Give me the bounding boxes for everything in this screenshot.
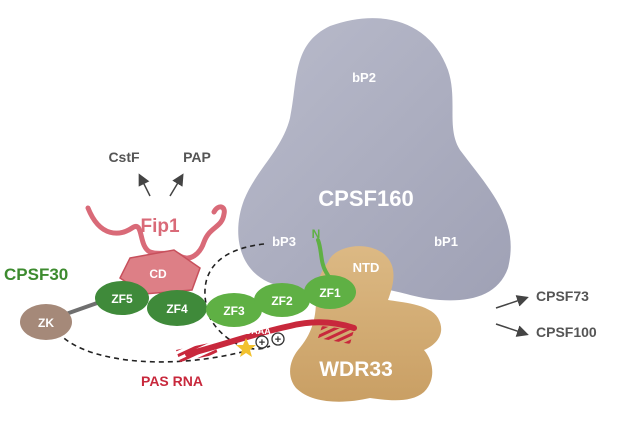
zf1-domain: [304, 275, 356, 309]
bp2-label: bP2: [352, 70, 376, 85]
ntd-label: NTD: [353, 260, 380, 275]
rna-stripes-right: [318, 326, 354, 344]
dashed-loop-bottom: [57, 331, 243, 363]
rna-sequence-label: A4UAAA: [233, 326, 271, 336]
cd-label: CD: [149, 267, 167, 281]
n-terminal-label: N: [312, 227, 321, 241]
zf2-label: ZF2: [271, 294, 293, 308]
arrow-to-cpsf73: [495, 295, 529, 309]
arrow-to-cstf: [138, 173, 151, 197]
plus-sign-1: +: [259, 337, 265, 349]
cd-domain: [119, 249, 201, 295]
plus-charge-2: [271, 332, 285, 346]
zf4-label: ZF4: [166, 302, 188, 316]
cpsf73-label: CPSF73: [536, 288, 589, 304]
bp1-label: bP1: [434, 234, 458, 249]
cpsf100-label: CPSF100: [536, 324, 597, 340]
zf4-domain: [147, 290, 207, 326]
rna-stripes-left: [176, 342, 218, 362]
plus-charge-1: [255, 335, 269, 349]
cstf-label: CstF: [108, 149, 140, 165]
zf2-domain: [254, 283, 310, 317]
cpsf30-label: CPSF30: [4, 265, 68, 284]
zf5-domain: [95, 281, 149, 315]
zf3-label: ZF3: [223, 304, 245, 318]
star-icon: [236, 338, 256, 357]
zf5-label: ZF5: [111, 292, 133, 306]
wdr33-label: WDR33: [319, 358, 393, 381]
cpsf160-shape: [238, 18, 511, 301]
zk-domain: [20, 304, 72, 340]
plus-sign-2: +: [275, 334, 281, 346]
cpsf160-label: CPSF160: [318, 186, 413, 211]
bp3-label: bP3: [272, 234, 296, 249]
zf3-domain: [206, 293, 262, 327]
fip1-label: Fip1: [140, 216, 179, 237]
arrow-to-pap: [169, 173, 184, 197]
zk-label: ZK: [38, 316, 54, 330]
arrow-to-cpsf100: [495, 323, 529, 337]
pap-label: PAP: [183, 149, 211, 165]
zf1-label: ZF1: [319, 286, 341, 300]
pas-rna-label: PAS RNA: [141, 373, 203, 389]
zk-linker: [65, 300, 101, 316]
